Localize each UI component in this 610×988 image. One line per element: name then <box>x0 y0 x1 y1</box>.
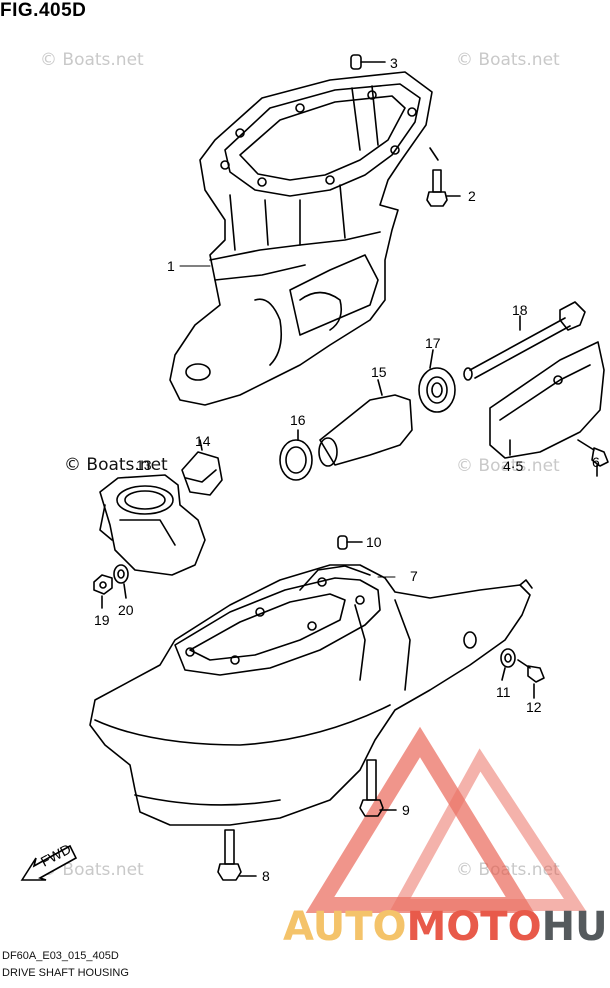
mount-part-13 <box>99 474 206 576</box>
nut-part-19 <box>93 574 113 609</box>
fwd-arrow-icon: FWD <box>20 841 78 881</box>
callout-1: 1 <box>167 258 175 274</box>
callout-3: 3 <box>390 55 398 71</box>
bolt-part-2 <box>426 147 461 207</box>
callout-14: 14 <box>195 433 211 449</box>
bolt-part-9 <box>359 759 397 817</box>
callout-19: 19 <box>94 612 110 628</box>
seal-part-17 <box>418 349 456 413</box>
callout-2: 2 <box>468 188 476 204</box>
callout-6: 6 <box>592 454 600 470</box>
cover-plate-part-4-5 <box>489 341 605 459</box>
callout-20: 20 <box>118 602 134 618</box>
watermark: © Boats.net <box>456 456 560 476</box>
sleeve-part-15 <box>318 379 413 467</box>
watermark: © Boats.net <box>40 860 144 880</box>
washer-part-20 <box>113 564 129 599</box>
callout-17: 17 <box>425 335 441 351</box>
brand-part-hub: HUB <box>541 904 610 950</box>
pin-part-10 <box>337 535 363 550</box>
watermark: © Boats.net <box>456 50 560 70</box>
callout-18: 18 <box>512 302 528 318</box>
screw-part-6 <box>577 439 609 477</box>
brand-logo-mark <box>305 726 587 913</box>
upper-housing-part-1 <box>169 71 433 406</box>
callout-7: 7 <box>410 568 418 584</box>
callout-16: 16 <box>290 412 306 428</box>
bolt-part-8 <box>217 829 257 881</box>
grommet-part-16 <box>279 429 313 481</box>
callout-4-5: 4·5 <box>503 458 523 474</box>
leader-lines <box>179 265 396 578</box>
watermark-dark: © Boats.net <box>64 455 168 475</box>
figure-title: FIG.405D <box>0 0 87 21</box>
callout-8: 8 <box>262 868 270 884</box>
figure-code: DF60A_E03_015_405D <box>2 950 119 962</box>
callout-labels: 1 2 3 4·5 6 7 8 9 10 11 12 13 14 15 16 1… <box>94 55 600 884</box>
callout-9: 9 <box>402 802 410 818</box>
callout-11: 11 <box>496 684 511 700</box>
brand-wordmark: AUTOMOTOHUB <box>283 904 610 950</box>
callout-12: 12 <box>526 699 542 715</box>
lower-housing-part-7 <box>89 564 533 826</box>
dowel-pin-part-3 <box>350 54 386 70</box>
callout-15: 15 <box>371 364 387 380</box>
long-bolt-part-18 <box>463 301 586 381</box>
bolt-part-12 <box>517 659 545 699</box>
callout-13: 13 <box>136 457 152 473</box>
rubber-mount-part-14 <box>181 439 223 496</box>
brand-part-moto: MOTO <box>406 904 542 950</box>
callout-10: 10 <box>366 534 382 550</box>
bushing-part-11 <box>500 648 516 681</box>
figure-caption: DRIVE SHAFT HOUSING <box>2 967 129 979</box>
brand-part-auto: AUTO <box>283 904 407 950</box>
watermark: © Boats.net <box>40 50 144 70</box>
